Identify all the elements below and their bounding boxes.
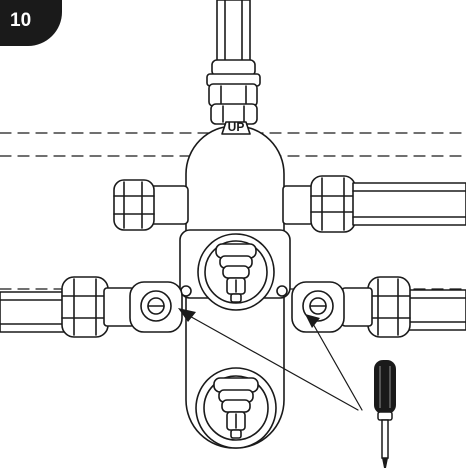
upper-cartridge xyxy=(197,233,275,311)
left-stop-housing xyxy=(129,281,183,333)
right-upper-outlet xyxy=(282,175,466,233)
leader-lines xyxy=(185,313,363,411)
top-compression-fitting xyxy=(206,59,261,125)
left-upper-outlet xyxy=(113,179,189,231)
orientation-mark-up: UP xyxy=(228,120,245,134)
screwdriver-icon xyxy=(374,360,396,468)
right-inlet xyxy=(341,276,466,338)
leader-arrowheads xyxy=(178,308,320,328)
step-number: 10 xyxy=(10,10,32,31)
left-inlet xyxy=(0,276,135,338)
right-stop-housing xyxy=(291,281,345,333)
lower-cartridge xyxy=(195,367,277,449)
top-supply-pipe xyxy=(216,0,251,63)
